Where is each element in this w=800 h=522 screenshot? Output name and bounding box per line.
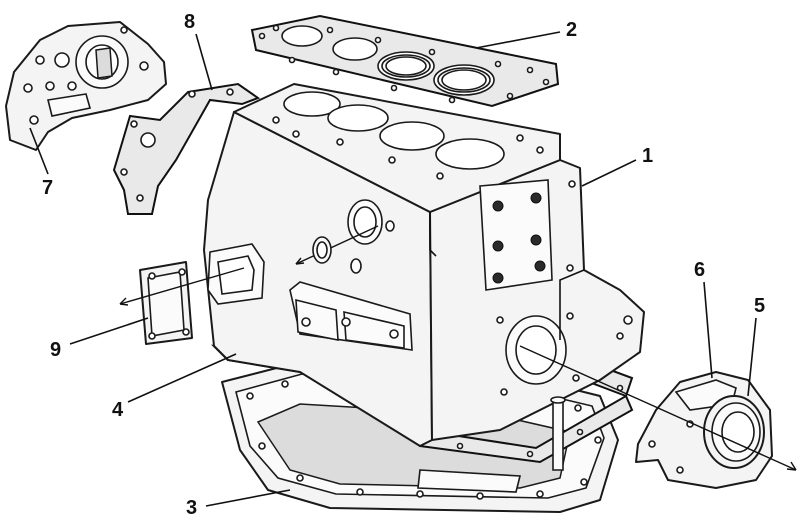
- callout-4: 4: [112, 399, 124, 421]
- cylinder-bores: [283, 91, 505, 170]
- callout-5: 5: [754, 295, 765, 317]
- assembly-arrows: [119, 225, 797, 471]
- callout-1: 1: [642, 145, 653, 167]
- rear-oil-seal: [703, 395, 765, 469]
- callout-8: 8: [184, 11, 195, 33]
- callout-7: 7: [42, 177, 53, 199]
- callout-9: 9: [50, 339, 61, 361]
- front-cover: [5, 21, 167, 151]
- callout-2: 2: [566, 19, 577, 41]
- leader-lines: [29, 31, 757, 507]
- callout-3: 3: [186, 497, 197, 519]
- callout-labels: 1 2 3 4 5 6 7 8 9: [42, 11, 765, 519]
- head-gasket: [250, 14, 560, 108]
- side-cover: [139, 261, 193, 345]
- callout-6: 6: [694, 259, 705, 281]
- front-cover-gasket: [112, 82, 261, 215]
